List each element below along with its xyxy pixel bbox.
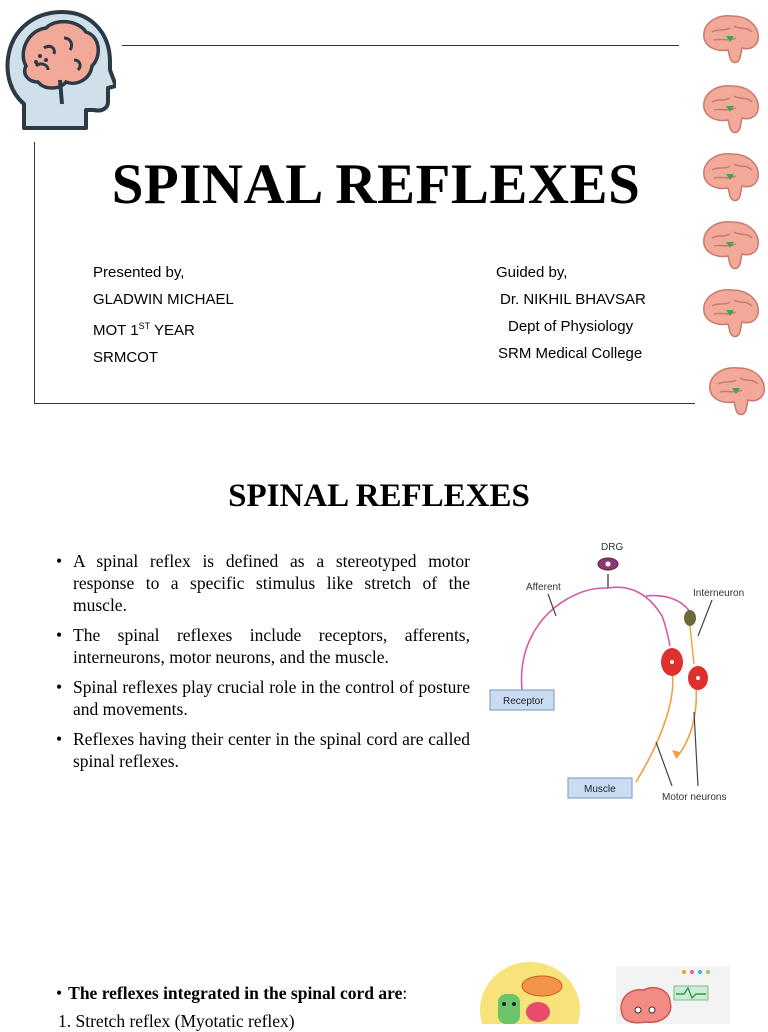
list-item: The spinal reflexes include receptors, a… — [56, 624, 470, 668]
guide-dept: Dept of Physiology — [508, 318, 634, 335]
bottom-divider — [34, 403, 695, 404]
brain-icon — [703, 153, 759, 202]
brain-icon — [703, 221, 759, 270]
top-divider — [122, 45, 679, 46]
slide-title: SPINAL REFLEXES — [111, 153, 641, 216]
cartoon-illustration — [480, 962, 580, 1024]
presenter-institution: SRMCOT — [93, 349, 158, 366]
presented-label: Presented by, — [93, 264, 185, 281]
presented-by-block: Presented by, GLADWIN MICHAEL MOT 1ST YE… — [93, 259, 234, 371]
left-border — [34, 142, 35, 404]
muscle-label: Muscle — [584, 784, 616, 795]
list-item: A spinal reflex is defined as a stereoty… — [56, 550, 470, 616]
brain-icon — [703, 289, 759, 338]
section-title: SPINAL REFLEXES — [228, 478, 530, 514]
reflex-bullet-list: A spinal reflex is defined as a stereoty… — [56, 550, 470, 780]
brain-icon — [703, 15, 759, 64]
motor-neurons-label: Motor neurons — [662, 792, 726, 803]
presenter-course: MOT 1ST YEAR — [93, 321, 195, 339]
drg-label: DRG — [601, 542, 623, 553]
head-brain-icon — [5, 10, 116, 130]
receptor-label: Receptor — [503, 696, 544, 707]
guide-college: SRM Medical College — [498, 345, 643, 362]
presenter-name: GLADWIN MICHAEL — [93, 291, 234, 308]
brain-icon — [703, 85, 759, 134]
afferent-label: Afferent — [526, 582, 561, 593]
reflex-arc-diagram: DRG Afferent Interneuron Receptor Muscle… — [489, 542, 744, 803]
guided-by-block: Guided by, Dr. NIKHIL BHAVSAR Dept of Ph… — [480, 259, 670, 367]
brain-icon — [709, 367, 765, 416]
guide-name: Dr. NIKHIL BHAVSAR — [500, 291, 646, 308]
title-slide: SPINAL REFLEXES Presented by, GLADWIN MI… — [0, 0, 768, 420]
list-item: Reflexes having their center in the spin… — [56, 728, 470, 772]
list-item: 1. Stretch reflex (Myotatic reflex) — [58, 1011, 295, 1031]
brain-cartoon-illustration — [616, 966, 730, 1024]
integrated-reflexes-heading: •The reflexes integrated in the spinal c… — [56, 983, 408, 1003]
interneuron-label: Interneuron — [693, 588, 744, 599]
guided-label: Guided by, — [496, 264, 568, 281]
list-item: Spinal reflexes play crucial role in the… — [56, 676, 470, 720]
brain-icon-column — [698, 12, 768, 422]
